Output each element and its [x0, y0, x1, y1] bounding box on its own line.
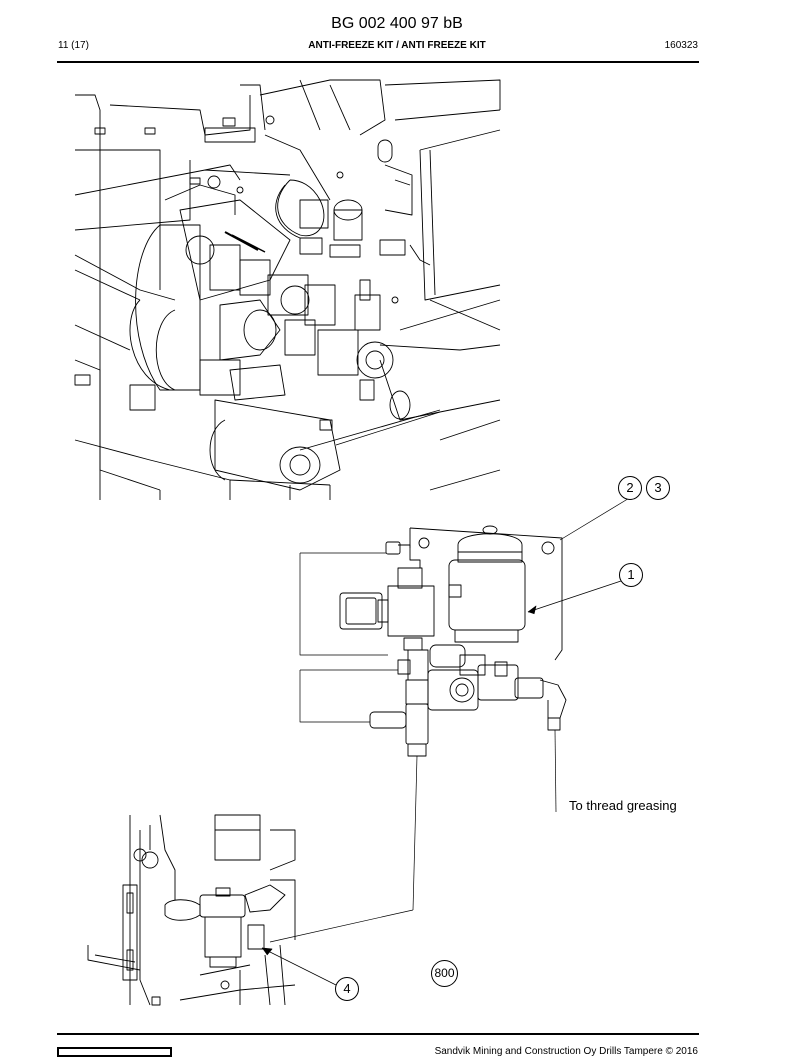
header-rule [57, 61, 699, 63]
callout-4: 4 [335, 977, 359, 1001]
date-code: 160323 [664, 40, 698, 51]
anti-freeze-unit-drawing [339, 525, 567, 757]
document-number: BG 002 400 97 bB [331, 15, 463, 32]
machine-overview-drawing [74, 79, 501, 500]
thread-greasing-note: To thread greasing [569, 798, 677, 813]
sandvik-logo [57, 1047, 172, 1057]
footer-copyright: Sandvik Mining and Construction Oy Drill… [434, 1046, 698, 1057]
callout-3: 3 [646, 476, 670, 500]
callout-1: 1 [619, 563, 643, 587]
callout-2: 2 [618, 476, 642, 500]
callout-800: 800 [431, 960, 458, 987]
page-number: 11 (17) [58, 40, 89, 51]
page-title: ANTI-FREEZE KIT / ANTI FREEZE KIT [308, 40, 486, 51]
location-detail-drawing [87, 814, 296, 1006]
footer-rule [57, 1033, 699, 1035]
